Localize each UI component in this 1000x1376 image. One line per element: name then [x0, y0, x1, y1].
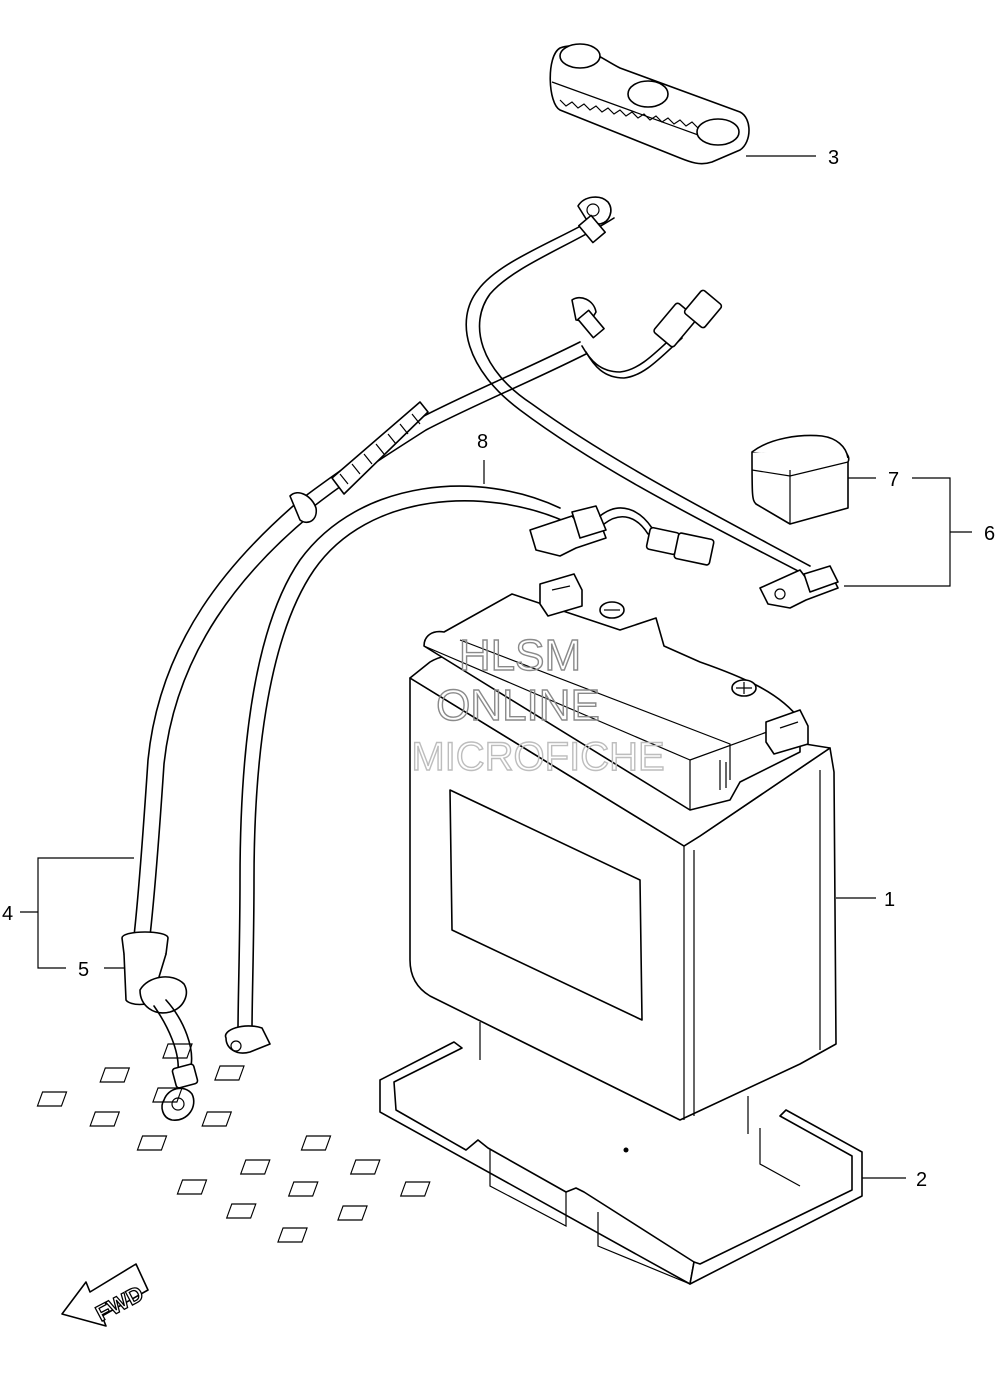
watermark-line-1: HLSM — [459, 631, 581, 680]
part-1-battery — [409, 573, 837, 1121]
callout-7: 7 — [888, 469, 899, 491]
callout-1: 1 — [884, 889, 895, 911]
watermark-line-2: ONLINE — [436, 681, 600, 730]
watermark: HLSM ONLINE MICROFICHE — [411, 630, 666, 779]
fwd-arrow-icon: FWD — [61, 1263, 149, 1327]
callout-4: 4 — [2, 903, 13, 925]
watermark-line-3: MICROFICHE — [411, 735, 664, 779]
callout-3: 3 — [828, 147, 839, 169]
part-4-cable — [121, 492, 318, 1121]
callout-2: 2 — [916, 1169, 927, 1191]
wire-loom — [299, 289, 723, 515]
part-6-cable — [465, 196, 839, 609]
part-2-battery-tray — [36, 1022, 863, 1285]
callout-6: 6 — [984, 523, 995, 545]
callout-8: 8 — [477, 431, 488, 453]
part-8-cable — [224, 485, 715, 1054]
part-3-terminal-cover — [549, 43, 750, 165]
part-7-cap — [751, 434, 850, 525]
leader-lines — [20, 155, 972, 1179]
callout-5: 5 — [78, 959, 89, 981]
